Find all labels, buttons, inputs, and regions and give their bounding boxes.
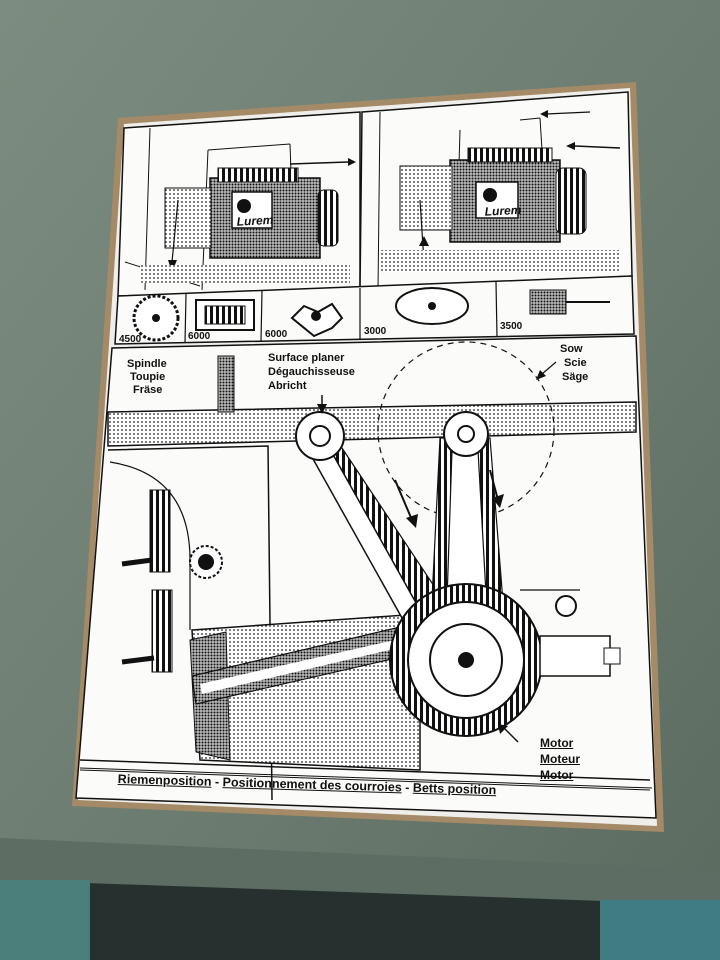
- brand-right-text: Lurem: [484, 203, 522, 219]
- brand-logo-left: Lurem: [236, 213, 274, 229]
- teal-panel: [600, 900, 720, 960]
- tool-strip: [114, 275, 635, 345]
- motor-panel-left: [117, 111, 361, 297]
- label-planer-de: Abricht: [268, 380, 307, 392]
- footer-sep-2: -: [405, 780, 410, 795]
- label-saw-de: Säge: [562, 371, 589, 383]
- belt-diagram: [75, 335, 657, 819]
- teal-panel-left: [0, 880, 90, 960]
- brand-logo-right: Lurem: [484, 203, 522, 219]
- label-motor-en: Motor: [540, 736, 574, 750]
- label-saw-en: Sow: [560, 343, 583, 355]
- machine-lower-edge: [0, 838, 720, 905]
- motor-panel-right: [359, 91, 633, 291]
- speed-slot-cutter: 3000: [364, 326, 387, 337]
- label-motor-fr: Moteur: [540, 752, 580, 766]
- label-saw-fr: Scie: [564, 357, 587, 369]
- label-spindle-en: Spindle: [127, 358, 167, 370]
- label-planer-fr: Dégauchisseuse: [268, 366, 355, 378]
- label-spindle-de: Fräse: [133, 384, 163, 396]
- footer-part-de: Riemenposition: [117, 772, 212, 789]
- footer-part-en: Betts position: [412, 780, 497, 798]
- speed-planer-cutter: 6000: [188, 331, 211, 342]
- label-planer-en: Surface planer: [268, 352, 345, 364]
- label-spindle-fr: Toupie: [130, 371, 166, 383]
- label-motor-de: Motor: [540, 768, 574, 782]
- speed-saw-blade: 4500: [119, 334, 142, 345]
- footer-sep-1: -: [214, 774, 220, 790]
- speed-spindle-cutter: 6000: [265, 329, 288, 340]
- speed-drill-chuck: 3500: [500, 321, 523, 332]
- brand-left-text: Lurem: [236, 213, 274, 229]
